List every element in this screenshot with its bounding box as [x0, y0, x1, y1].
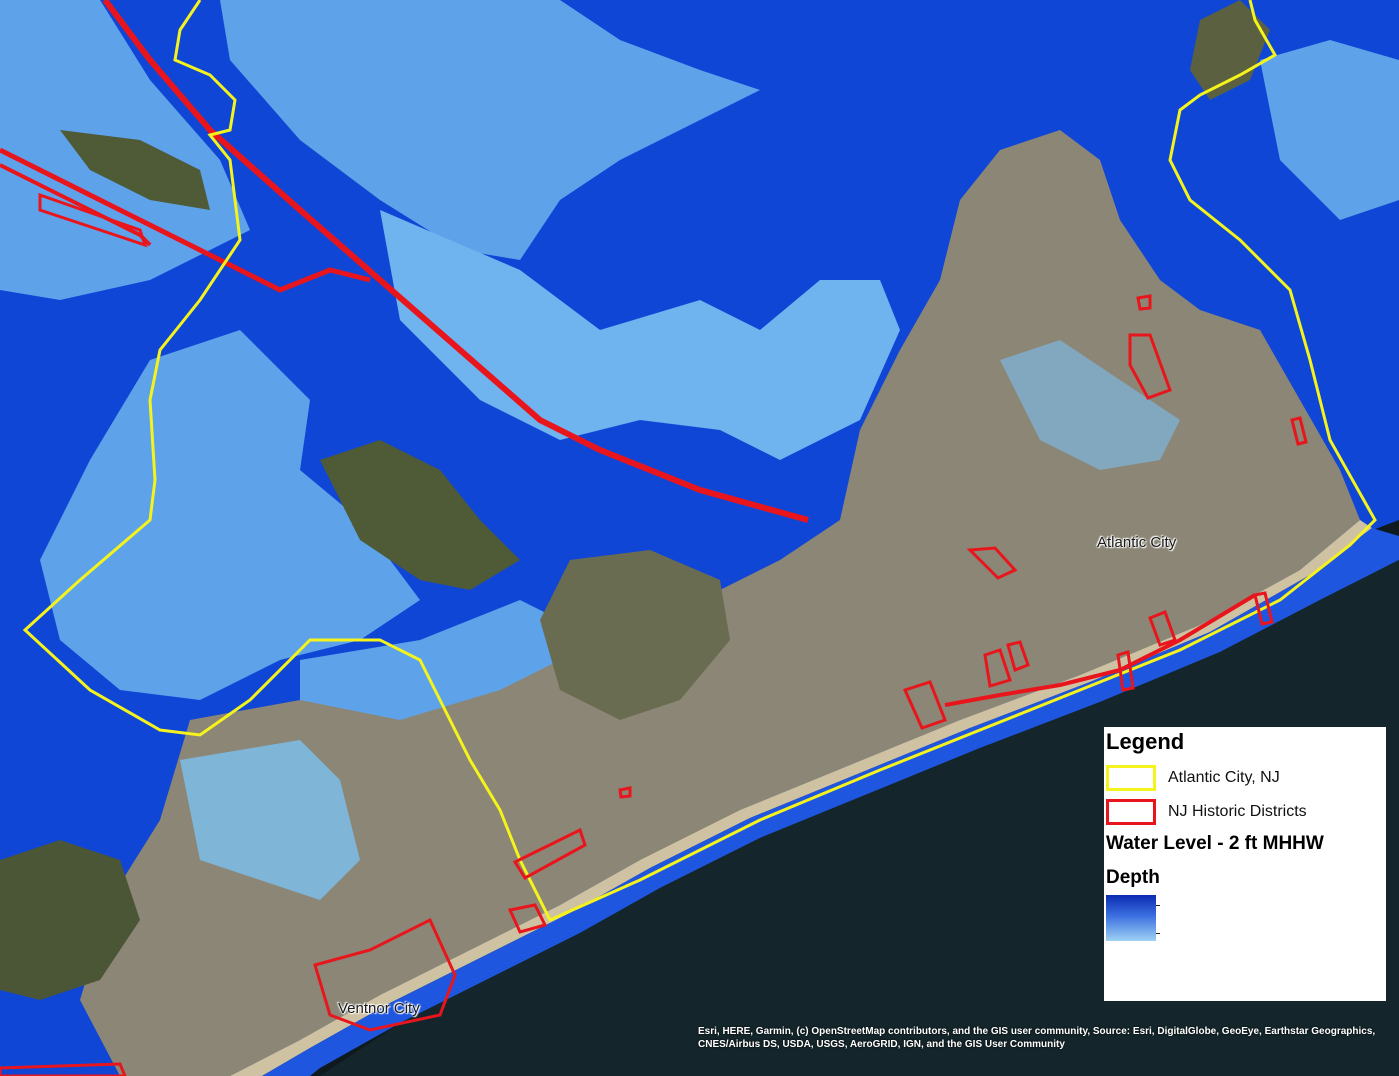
- historic-district-1: [313, 917, 457, 1032]
- historic-district-4: [902, 680, 947, 730]
- legend-item-city-boundary: Atlantic City, NJ: [1106, 765, 1386, 791]
- island-vegetation-1: [320, 440, 520, 590]
- beach-strip: [230, 520, 1372, 1076]
- island-vegetation-5: [0, 840, 140, 1000]
- historic-district-boardwalk: [944, 593, 1257, 707]
- flooded-streets-atlantic: [1000, 340, 1180, 470]
- flooded-marsh-west: [40, 330, 420, 700]
- historic-district-14: [1116, 650, 1135, 692]
- historic-district-10: [1006, 640, 1030, 672]
- historic-district-3: [512, 827, 587, 880]
- legend-title: Legend: [1106, 729, 1185, 754]
- island-vegetation-4: [1190, 0, 1270, 100]
- historic-district-13: [1253, 591, 1274, 626]
- historic-district-15: [38, 192, 148, 248]
- legend-label-historic-districts: NJ Historic Districts: [1168, 803, 1307, 820]
- historic-district-16: [0, 1062, 127, 1076]
- place-label-ventnor-city: Ventnor City: [338, 1000, 420, 1017]
- depth-ramp-tick-bottom: [1156, 933, 1160, 934]
- depth-color-ramp: [1106, 895, 1160, 941]
- historic-district-5: [966, 546, 1018, 580]
- historic-district-9: [983, 648, 1012, 688]
- legend-layer-title: Water Level - 2 ft MHHW: [1106, 833, 1324, 854]
- historic-district-6: [1128, 333, 1172, 400]
- flooded-streets-ventnor: [180, 740, 360, 900]
- nearshore-water: [262, 528, 1399, 1076]
- map-attribution: Esri, HERE, Garmin, (c) OpenStreetMap co…: [698, 1026, 1376, 1050]
- legend-swatch-historic-districts: [1106, 799, 1156, 825]
- highway-expressway: [102, 0, 809, 523]
- historic-district-2: [507, 903, 548, 934]
- historic-district-7: [1290, 416, 1308, 446]
- flooded-marsh-north: [220, 0, 760, 260]
- place-label-atlantic-city: Atlantic City: [1097, 534, 1177, 551]
- island-vegetation-2: [540, 550, 730, 720]
- legend-depth-title: Depth: [1106, 867, 1160, 888]
- flooded-marsh-northeast: [1260, 40, 1399, 220]
- legend-item-historic-districts: NJ Historic Districts: [1106, 799, 1386, 825]
- depth-ramp-tick-top: [1156, 905, 1160, 906]
- historic-district-12: [618, 786, 632, 799]
- historic-district-8: [1148, 610, 1177, 647]
- legend-swatch-city-boundary: [1106, 765, 1156, 791]
- city-boundary-line: [22, 0, 1377, 922]
- historic-district-11: [1136, 294, 1152, 311]
- island-vegetation-3: [60, 130, 210, 210]
- highway-route: [0, 147, 371, 293]
- legend-label-city-boundary: Atlantic City, NJ: [1168, 769, 1280, 786]
- map-legend: Legend Atlantic City, NJ NJ Historic Dis…: [1104, 727, 1386, 1001]
